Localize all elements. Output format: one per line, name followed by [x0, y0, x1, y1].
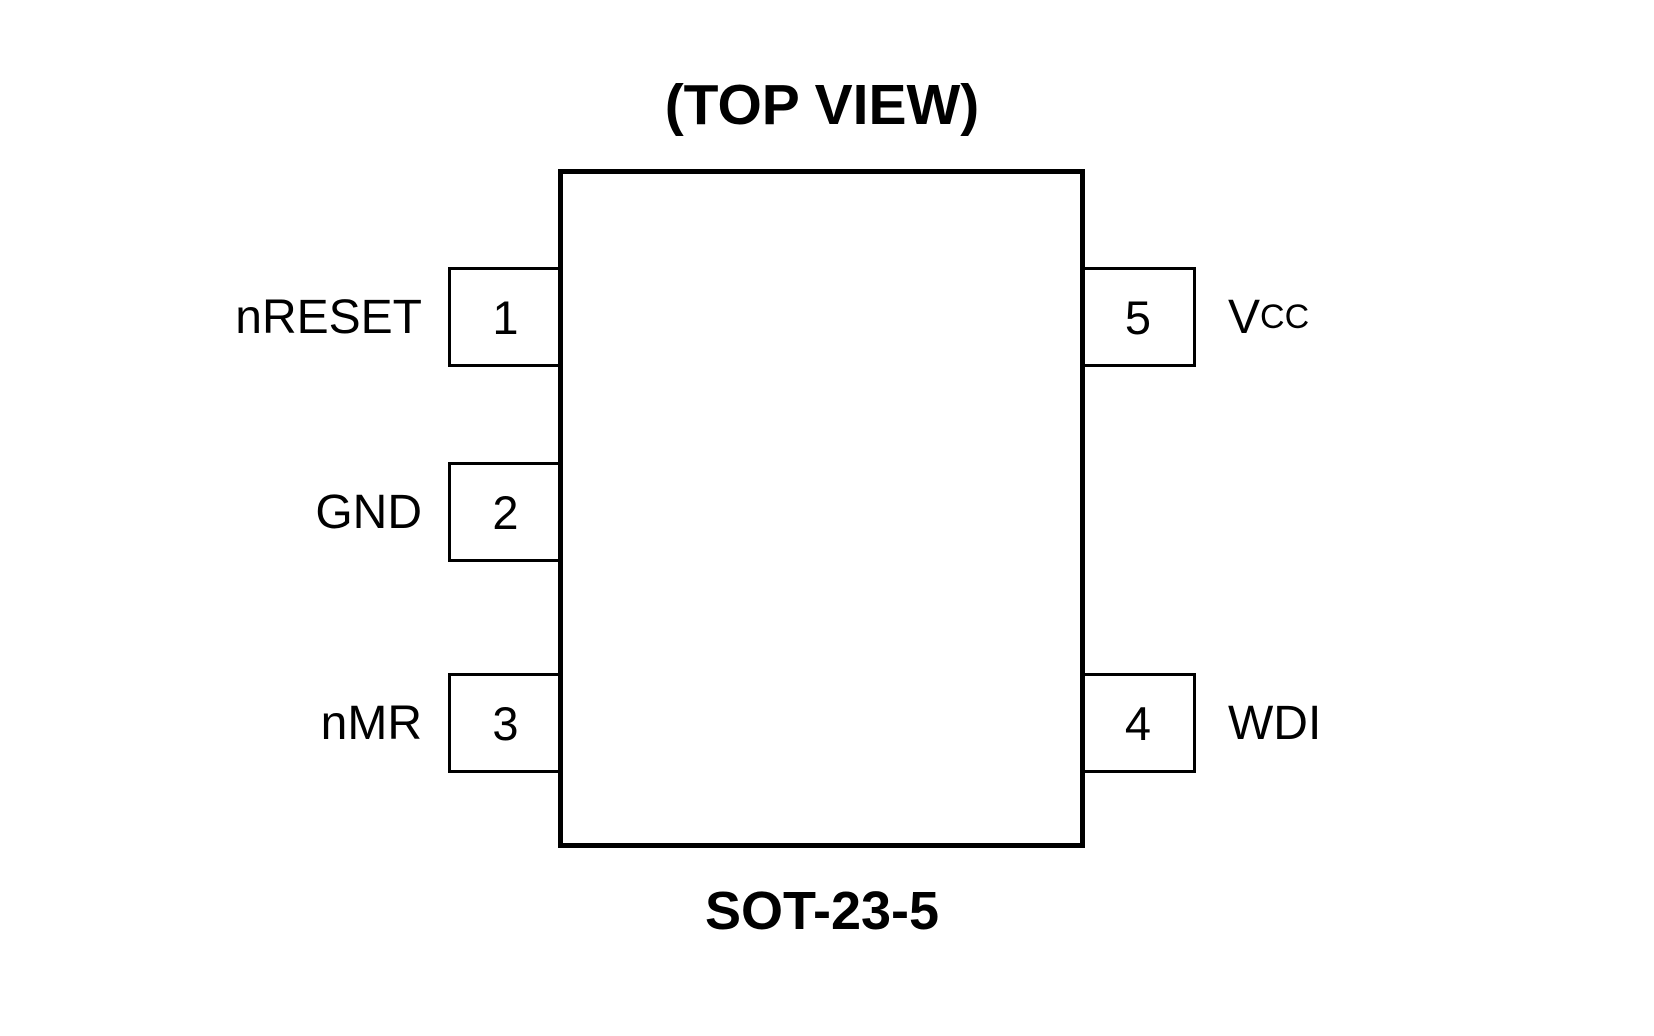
pin-number-2: 2 — [492, 485, 519, 539]
pin-label-nreset: nRESET — [235, 290, 422, 344]
pin-box-4: 4 — [1080, 673, 1196, 773]
pin-number-1: 1 — [492, 290, 519, 344]
pin-label-wdi: WDI — [1228, 696, 1322, 750]
pin-label-vcc-subscript: CC — [1260, 297, 1310, 336]
pin-box-2: 2 — [448, 462, 563, 562]
pin-number-4: 4 — [1124, 696, 1152, 750]
pin-label-nmr: nMR — [320, 696, 422, 750]
pin-box-3: 3 — [448, 673, 563, 773]
pin-number-5: 5 — [1124, 290, 1152, 344]
pin-number-3: 3 — [492, 696, 519, 750]
pin-label-vcc-main: V — [1228, 290, 1261, 344]
ic-body-outline — [558, 169, 1085, 848]
pin-box-1: 1 — [448, 267, 563, 367]
pin-label-gnd: GND — [315, 485, 422, 539]
package-name-label: SOT-23-5 — [704, 881, 940, 941]
pin-box-5: 5 — [1080, 267, 1196, 367]
diagram-title: (TOP VIEW) — [664, 73, 980, 137]
